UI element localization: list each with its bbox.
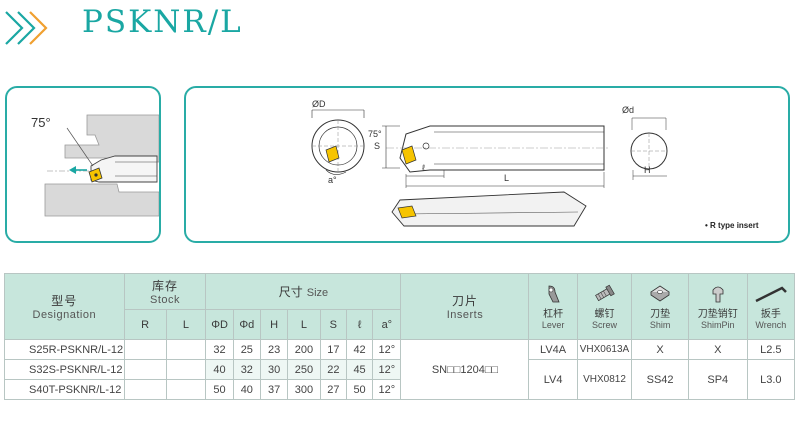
size-L-cell: 250 [287, 359, 321, 380]
table-row: S32S-PSKNR/L-12 40 32 30 250 22 45 12° L… [4, 359, 796, 400]
wrench-icon [755, 285, 787, 302]
stock-l-cell [165, 379, 207, 400]
size-D-header: ΦD [205, 309, 234, 340]
size-S-cell: 22 [319, 359, 347, 380]
shim-header: 刀垫 Shim [631, 273, 689, 340]
size-a-header: a° [372, 309, 402, 340]
inserts-header: 刀片 Inserts [400, 273, 530, 340]
table-row: S40T-PSKNR/L-12 50 40 37 300 27 50 12° [4, 379, 795, 400]
size-a-cell: 12° [372, 379, 402, 400]
approach-angle-label: 75° [31, 115, 51, 130]
insert-cell: SN□□1204□□ [400, 339, 530, 400]
size-d-cell: 40 [232, 379, 261, 400]
shim-pin-header: 刀垫销钉 ShimPin [687, 273, 748, 340]
lever-header: 杠杆 Lever [528, 273, 578, 340]
stock-l-header: L [165, 309, 207, 340]
size-d-cell: 25 [232, 339, 261, 360]
screw-cell: VHX0613A [576, 339, 633, 360]
shim-pin-cell: X [687, 339, 748, 360]
designation-cell: S40T-PSKNR/L-12 [4, 379, 125, 400]
approach-angle-figure: 75° [5, 86, 161, 243]
lever-cell: LV4A [528, 339, 578, 360]
size-S-cell: 17 [319, 339, 347, 360]
stock-r-cell [123, 339, 167, 360]
size-H-cell: 30 [259, 359, 289, 380]
size-d-cell: 32 [232, 359, 261, 380]
size-D-cell: 50 [205, 379, 234, 400]
dim-H-label: H [644, 165, 651, 175]
double-chevron-right-icon [5, 11, 48, 45]
stock-r-cell [123, 359, 167, 380]
table-row: S25R-PSKNR/L-12 32 25 23 200 17 42 12° S… [4, 339, 796, 400]
stock-l-cell [165, 359, 207, 380]
screw-cell: VHX0812 [576, 359, 633, 400]
dim-a-label: a° [328, 175, 337, 185]
screw-icon [595, 284, 616, 301]
dim-phi-d-label: Ød [622, 105, 635, 115]
size-L-cell: 300 [287, 379, 321, 400]
boring-bar-bore-drawing [44, 114, 159, 217]
dim-S-label: S [374, 141, 381, 151]
size-l-cell: 45 [345, 359, 374, 380]
shim-cell: SS42 [631, 359, 689, 400]
size-H-cell: 23 [259, 339, 289, 360]
shim-icon [650, 285, 670, 301]
dim-phi-D-label: ØD [312, 99, 326, 109]
size-a-cell: 12° [372, 339, 402, 360]
size-D-cell: 32 [205, 339, 234, 360]
dimension-drawing-panel: ØD S 75° a° ℓ L Ød H • R type insert [184, 86, 790, 243]
wrench-cell: L3.0 [746, 359, 796, 400]
stock-header: 库存 Stock [123, 273, 207, 310]
lever-icon [548, 285, 560, 302]
stock-r-cell [123, 379, 167, 400]
size-l-cell: 50 [345, 379, 374, 400]
size-S-header: S [319, 309, 347, 340]
designation-cell: S32S-PSKNR/L-12 [4, 359, 125, 380]
size-D-cell: 40 [205, 359, 234, 380]
size-l-cell: 42 [345, 339, 374, 360]
shim-cell: X [631, 339, 689, 360]
shim-pin-icon [712, 286, 724, 302]
size-L-header: L [287, 309, 321, 340]
size-S-cell: 27 [319, 379, 347, 400]
size-a-cell: 12° [372, 359, 402, 380]
size-l-header: ℓ [345, 309, 374, 340]
size-H-header: H [259, 309, 289, 340]
dim-l-label: ℓ [422, 163, 425, 173]
screw-header: 螺钉 Screw [576, 273, 633, 340]
size-H-cell: 37 [259, 379, 289, 400]
stock-l-cell [165, 339, 207, 360]
wrench-header: 扳手 Wrench [746, 273, 796, 340]
dim-angle-label: 75° [368, 129, 382, 139]
page-title: PSKNR/L [82, 4, 243, 40]
stock-r-header: R [123, 309, 167, 340]
dim-L-label: L [504, 173, 510, 183]
dimension-drawing [311, 109, 668, 227]
size-d-header: Φd [232, 309, 261, 340]
size-L-cell: 200 [287, 339, 321, 360]
r-type-insert-note: • R type insert [705, 221, 759, 230]
designation-cell: S25R-PSKNR/L-12 [4, 339, 125, 360]
shim-pin-cell: SP4 [687, 359, 748, 400]
designation-header: 型号 Designation [4, 273, 125, 340]
lever-cell: LV4 [528, 359, 578, 400]
wrench-cell: L2.5 [746, 339, 796, 360]
